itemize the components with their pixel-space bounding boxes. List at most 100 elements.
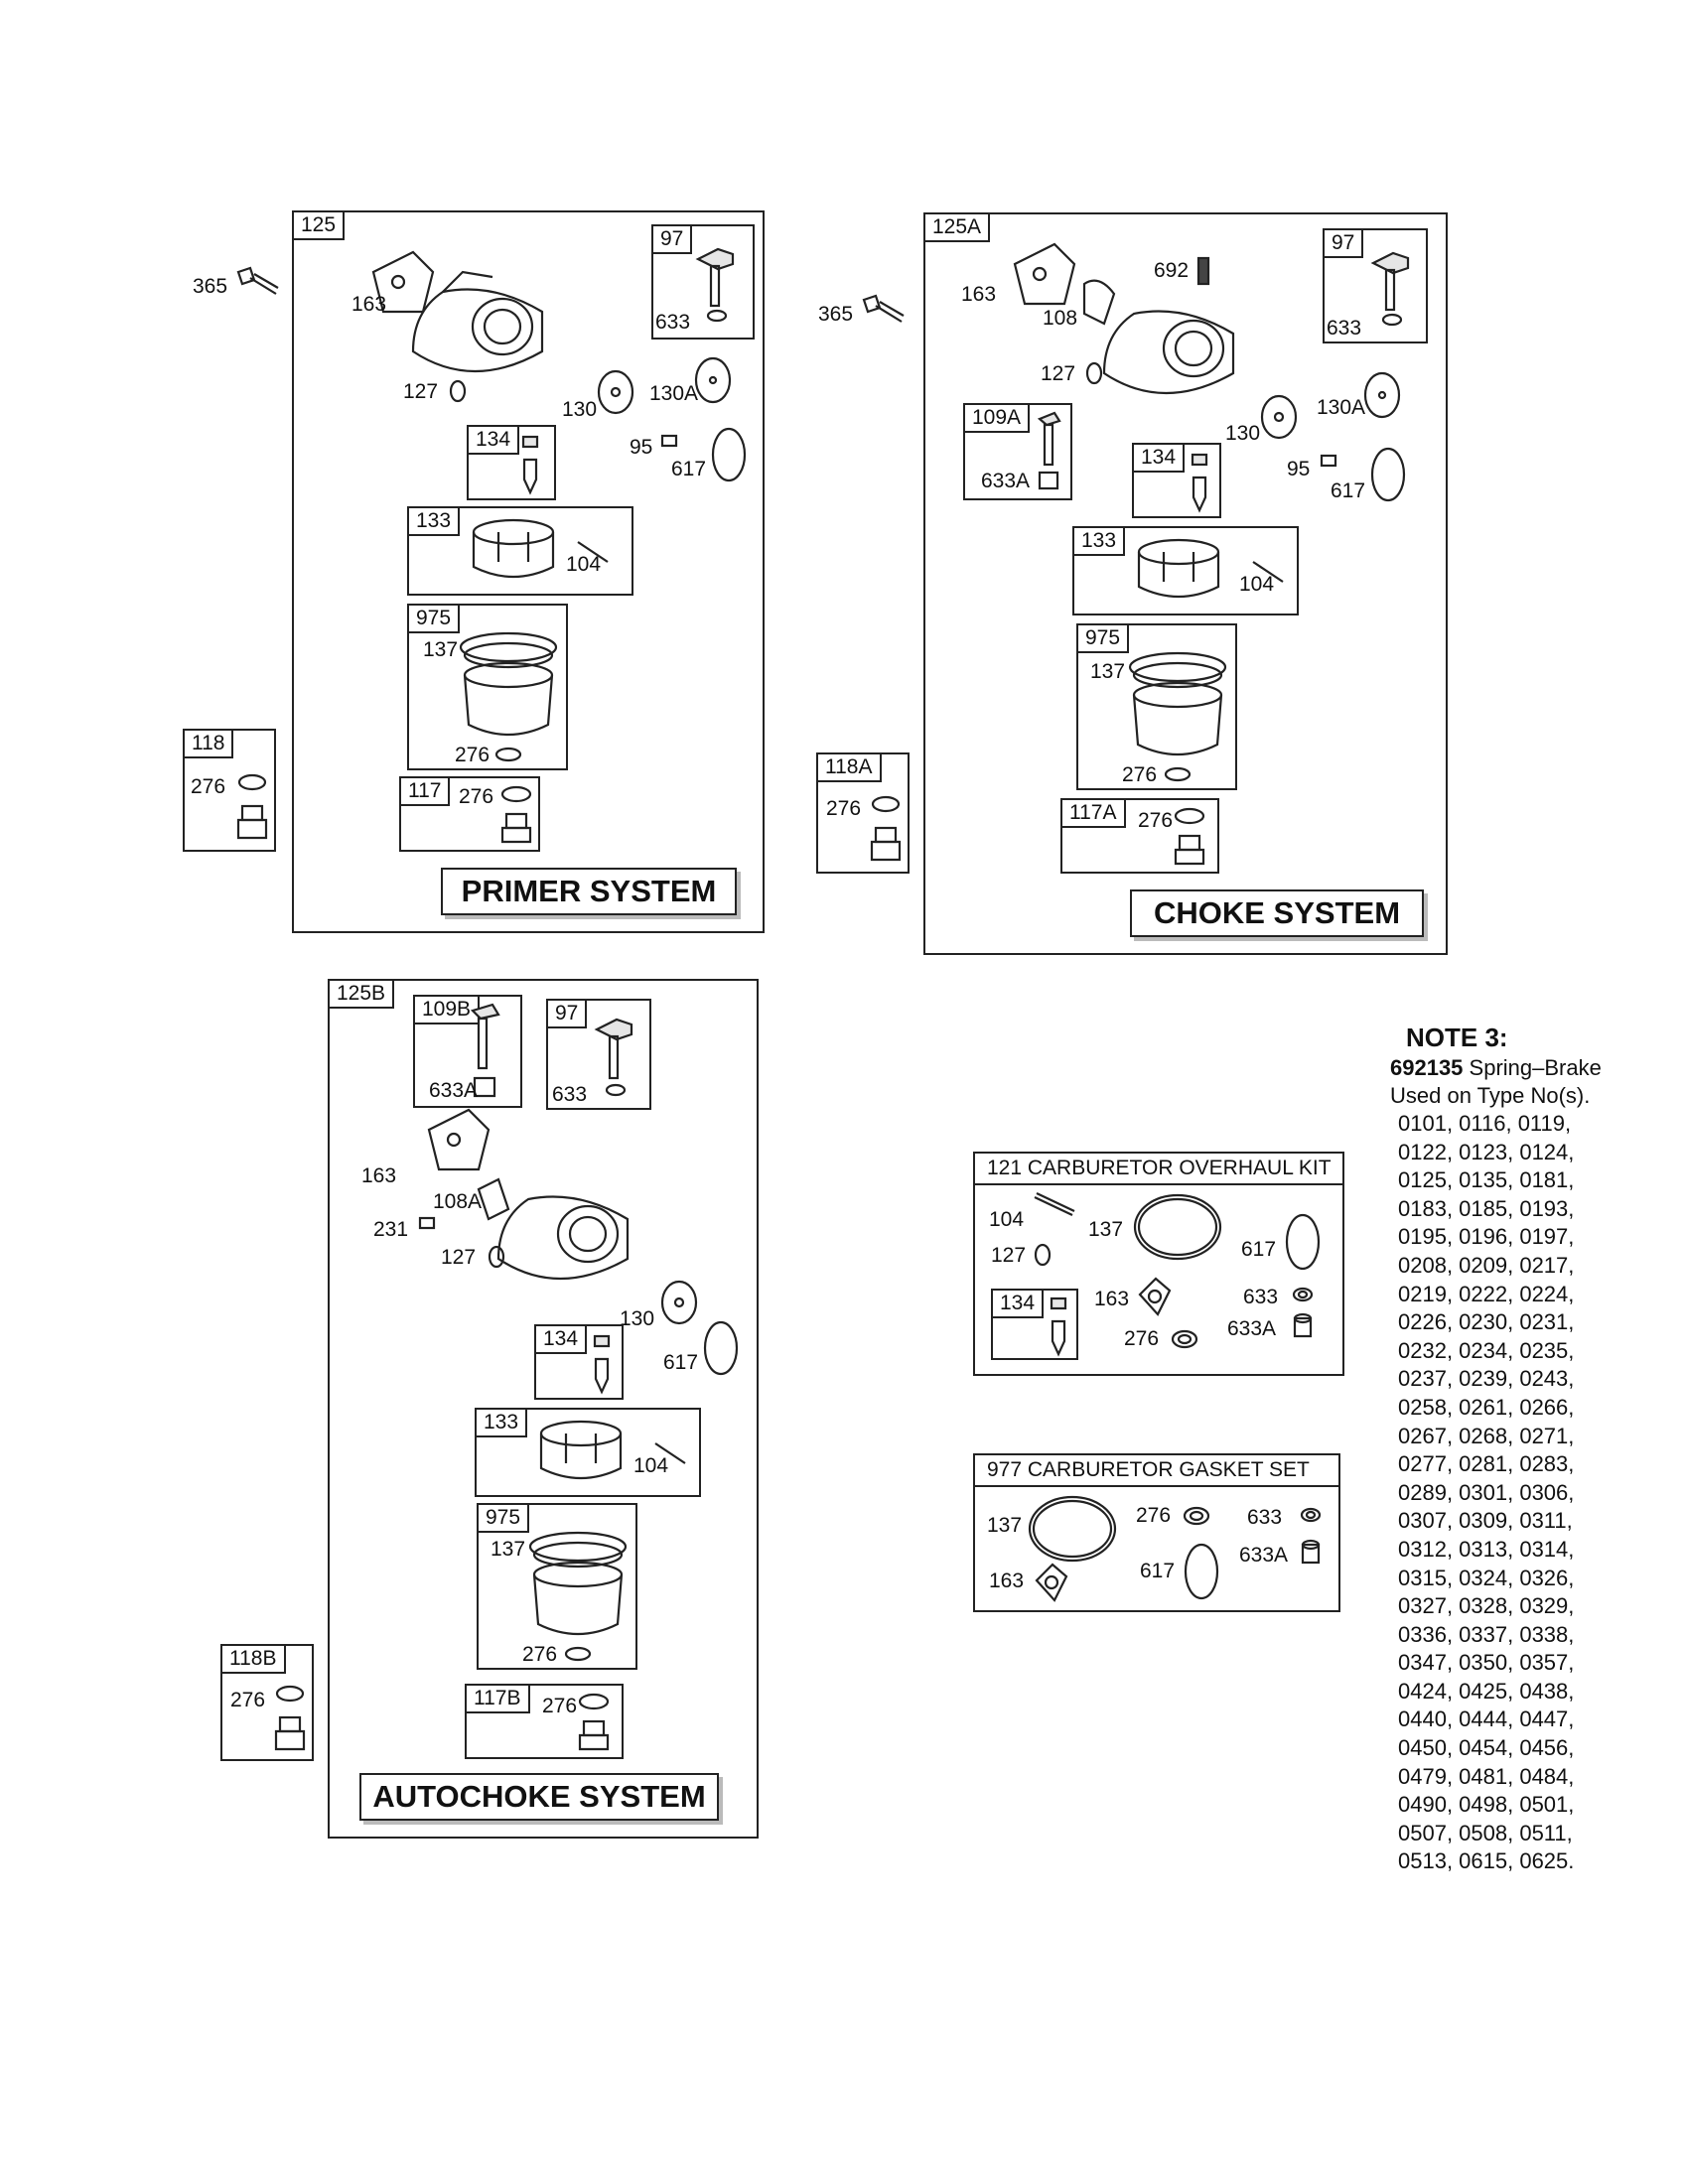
washer-276-drawing (1171, 1329, 1198, 1349)
carburetor-body-drawing (1013, 242, 1235, 394)
bowl-nut-drawing (500, 785, 532, 844)
gasket-137-drawing (1133, 1193, 1222, 1261)
type-number-line: 0315, 0324, 0326, (1398, 1565, 1575, 1590)
type-number-line: 0101, 0116, 0119, (1398, 1111, 1572, 1136)
primer-cover-drawing (694, 356, 732, 404)
part-975-id: 975 (407, 604, 461, 633)
label-633: 633 (1327, 317, 1362, 340)
label-130a: 130A (1317, 396, 1366, 419)
float-drawing (1137, 538, 1284, 599)
seal-633a-drawing (1301, 1539, 1321, 1565)
part-975-subbox: 975 137 276 (477, 1503, 637, 1670)
label-633: 633 (552, 1083, 588, 1106)
part-134-id: 134 (991, 1289, 1045, 1318)
overhaul-kit-title: 121 CARBURETOR OVERHAUL KIT (973, 1152, 1344, 1185)
primer-box-id: 125 (292, 210, 346, 240)
part-134-id: 134 (467, 425, 520, 455)
label-276: 276 (455, 744, 491, 766)
seal-633-drawing (1300, 1507, 1322, 1523)
type-number-line: 0424, 0425, 0438, (1398, 1678, 1575, 1704)
type-number-line: 0219, 0222, 0224, (1398, 1281, 1575, 1306)
type-number-line: 0307, 0309, 0311, (1398, 1508, 1573, 1534)
label-95: 95 (630, 436, 653, 459)
choke-shaft-drawing (1037, 411, 1061, 490)
type-number-line: 0267, 0268, 0271, (1398, 1423, 1575, 1448)
plug-drawing (274, 1685, 306, 1751)
bowl-nut-drawing (578, 1693, 610, 1751)
choke-box-id: 125A (923, 212, 991, 242)
part-134-subbox: 134 (991, 1289, 1078, 1360)
seal-633a-drawing (1293, 1312, 1313, 1338)
note-used-on: Used on Type No(s). (1390, 1083, 1591, 1108)
label-127: 127 (441, 1246, 477, 1269)
part-118-subbox: 118 276 (183, 729, 276, 852)
label-365: 365 (193, 275, 228, 298)
type-number-line: 0183, 0185, 0193, (1398, 1195, 1575, 1221)
label-130: 130 (562, 398, 598, 421)
type-number-line: 0490, 0498, 0501, (1398, 1792, 1575, 1818)
part-117b-id: 117B (465, 1684, 530, 1713)
part-133-subbox: 133 104 (475, 1408, 701, 1497)
label-276: 276 (230, 1689, 266, 1711)
oring-617-drawing (703, 1320, 739, 1376)
needle-valve-drawing (1191, 453, 1208, 513)
label-276: 276 (1122, 763, 1158, 786)
type-number-line: 0450, 0454, 0456, (1398, 1735, 1575, 1761)
label-365: 365 (818, 303, 854, 326)
part-975-id: 975 (477, 1503, 530, 1533)
type-number-line: 0479, 0481, 0484, (1398, 1763, 1575, 1789)
label-108: 108 (1043, 307, 1078, 330)
label-633: 633 (655, 311, 691, 334)
type-number-line: 0513, 0615, 0625. (1398, 1848, 1575, 1874)
type-number-line: 0336, 0337, 0338, (1398, 1621, 1575, 1647)
label-692: 692 (1154, 259, 1190, 282)
float-drawing (472, 518, 609, 579)
label-276: 276 (1138, 809, 1174, 832)
part-118b-subbox: 118B 276 (220, 1644, 314, 1761)
label-276: 276 (1124, 1327, 1160, 1350)
part-97-id: 97 (1323, 228, 1364, 258)
screw-95-drawing (660, 434, 678, 448)
part-117-id: 117 (399, 776, 451, 806)
part-975-id: 975 (1076, 623, 1130, 653)
label-127: 127 (403, 380, 439, 403)
type-number-line: 0507, 0508, 0511, (1398, 1820, 1573, 1845)
label-276: 276 (826, 797, 862, 820)
label-137: 137 (1088, 1218, 1124, 1241)
pin-104-drawing (1034, 1192, 1075, 1216)
type-number-line: 0232, 0234, 0235, (1398, 1337, 1575, 1363)
bowl-drawing (528, 1531, 628, 1662)
part-117b-subbox: 117B 276 (465, 1684, 624, 1759)
label-163: 163 (961, 283, 997, 306)
note-type-list: 0101, 0116, 0119,0122, 0123, 0124,0125, … (1390, 1110, 1648, 1876)
label-617: 617 (1140, 1560, 1176, 1582)
label-104: 104 (633, 1454, 669, 1477)
type-number-line: 0237, 0239, 0243, (1398, 1366, 1575, 1392)
oring-127-drawing (488, 1245, 505, 1269)
part-134-id: 134 (1132, 443, 1186, 473)
part-134-subbox: 134 (467, 425, 556, 500)
part-133-id: 133 (1072, 526, 1126, 556)
washer-276-drawing (1183, 1506, 1210, 1526)
part-118b-id: 118B (220, 1644, 286, 1674)
spring-692-drawing (1196, 256, 1210, 286)
type-number-line: 0122, 0123, 0124, (1398, 1139, 1575, 1164)
type-number-line: 0258, 0261, 0266, (1398, 1394, 1575, 1420)
oring-127-drawing (1034, 1243, 1052, 1267)
bowl-nut-drawing (1174, 807, 1205, 866)
part-975-subbox: 975 137 276 (1076, 623, 1237, 790)
oring-617-drawing (1285, 1213, 1321, 1271)
label-633: 633 (1243, 1286, 1279, 1308)
needle-valve-drawing (521, 435, 539, 495)
choke-shaft-drawing (470, 1003, 500, 1098)
label-163: 163 (351, 293, 387, 316)
screw-365-drawing (236, 266, 279, 295)
oring-617-drawing (711, 427, 747, 482)
primer-system-panel: 125 97 633 134 133 104 (292, 210, 765, 933)
label-276: 276 (542, 1695, 578, 1717)
type-number-line: 0312, 0313, 0314, (1398, 1536, 1575, 1562)
label-617: 617 (663, 1351, 699, 1374)
lever-drawing (594, 1018, 633, 1097)
label-633: 633 (1247, 1506, 1283, 1529)
disc-drawing (660, 1280, 698, 1325)
